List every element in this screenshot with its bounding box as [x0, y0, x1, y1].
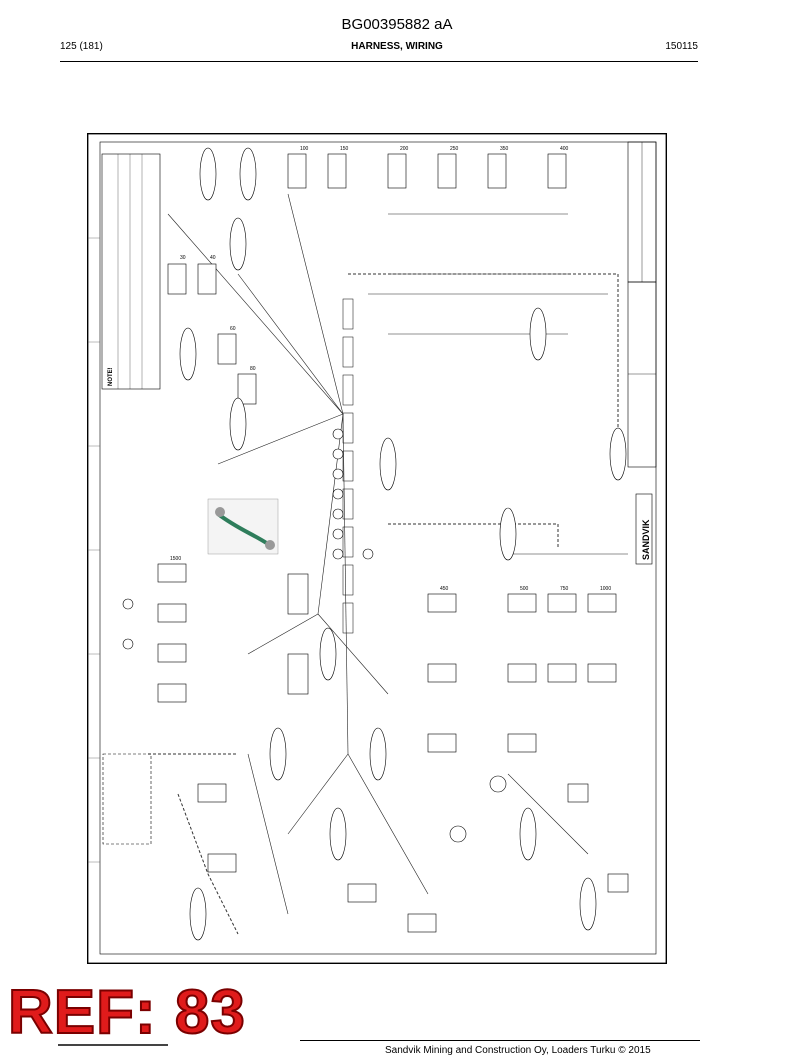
ref-stamp: REF: 83: [7, 978, 246, 1047]
dashed-routes: [148, 273, 619, 935]
notes-box: NOTE!: [101, 153, 161, 390]
fuse-row: [342, 298, 354, 634]
header-rule: [60, 61, 698, 62]
callout-number: 30: [180, 255, 186, 261]
wiring-diagram: SANDVIK NOTE!: [87, 133, 667, 964]
callout-number: 1500: [170, 556, 181, 562]
callout-number: 200: [400, 146, 409, 152]
callout-number: 80: [250, 366, 256, 372]
callout-number: 500: [520, 586, 529, 592]
callout-number: 750: [560, 586, 569, 592]
callout-number: 60: [230, 326, 236, 332]
title-block: SANDVIK: [627, 141, 657, 565]
document-id: BG00395882 aA: [341, 16, 453, 33]
section-title: HARNESS, WIRING: [351, 41, 443, 52]
notes-heading: NOTE!: [108, 367, 114, 386]
inset-box: [102, 753, 152, 845]
footer-text: Sandvik Mining and Construction Oy, Load…: [385, 1045, 651, 1056]
junction-nodes: [122, 428, 507, 843]
frame-ticks: [88, 237, 100, 863]
callout-number: 350: [500, 146, 509, 152]
callout-ovals: [179, 147, 627, 941]
footer-rule: [300, 1040, 700, 1041]
callout-number: 450: [440, 586, 449, 592]
brand-label: SANDVIK: [641, 519, 651, 560]
harness-lines: [167, 193, 628, 915]
callout-number: 100: [300, 146, 309, 152]
date-code: 150115: [665, 41, 698, 52]
callout-number: 40: [210, 255, 216, 261]
footer-logo: [58, 1044, 168, 1055]
cable-photo-inset: [207, 498, 279, 555]
callout-number: 250: [450, 146, 459, 152]
page-number: 125 (181): [60, 41, 103, 52]
diagram-canvas: SANDVIK NOTE!: [88, 134, 666, 963]
connector-bodies: [157, 153, 629, 933]
callout-number: 1000: [600, 586, 611, 592]
callout-number: 150: [340, 146, 349, 152]
callout-numbers: 30 40 60 80 100 150 200 250 350 400 450 500 750 1000 1…: [170, 146, 611, 592]
callout-number: 400: [560, 146, 569, 152]
